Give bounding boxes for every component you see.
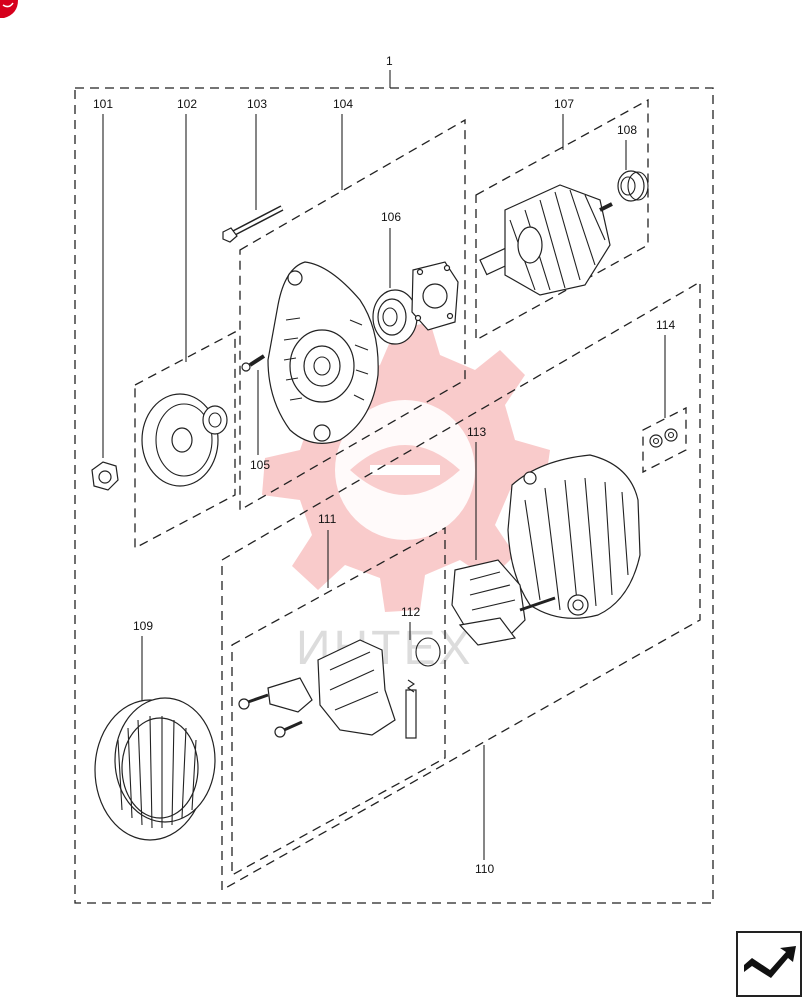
part-102-pulley [141, 393, 228, 487]
callout-113: 113 [467, 425, 486, 560]
part-105-screw [241, 354, 266, 372]
callout-111: 111 [318, 512, 337, 588]
svg-text:114: 114 [656, 318, 675, 332]
svg-text:106: 106 [381, 210, 401, 224]
svg-text:104: 104 [333, 97, 353, 111]
assembly-outline [74, 87, 714, 904]
svg-text:103: 103 [247, 97, 267, 111]
part-101-nut [91, 461, 119, 491]
part-104-front-bracket [267, 261, 379, 444]
svg-text:102: 102 [177, 97, 197, 111]
callout-108: 108 [617, 123, 637, 170]
group-110-outline [221, 280, 701, 892]
callout-107: 107 [554, 97, 574, 150]
callout-112: 112 [401, 605, 420, 640]
part-106-bearing [372, 261, 459, 345]
part-113-rectifier [451, 559, 556, 646]
callout-101: 101 [93, 97, 113, 458]
group-111-outline [231, 526, 446, 877]
group-104-outline [239, 118, 466, 512]
svg-text:111: 111 [318, 512, 337, 526]
callout-110: 110 [475, 745, 494, 876]
part-107-rotor [479, 184, 613, 296]
group-114-outline [642, 406, 687, 474]
svg-text:112: 112 [401, 605, 420, 619]
svg-text:105: 105 [250, 458, 270, 472]
callout-1: 1 [386, 54, 393, 68]
part-112-brush [405, 637, 441, 739]
part-110-rear-bracket [507, 454, 641, 619]
callout-106: 106 [381, 210, 401, 288]
part-109-stator [94, 697, 216, 841]
callout-103: 103 [247, 97, 267, 210]
svg-text:109: 109 [133, 619, 153, 633]
callout-104: 104 [333, 97, 353, 190]
part-111-regulator [238, 639, 396, 738]
part-108-rear-bearing [617, 170, 649, 202]
return-arrow-button[interactable] [736, 931, 802, 997]
callout-105: 105 [250, 370, 270, 472]
callout-109: 109 [133, 619, 153, 712]
group-102-outline [134, 330, 236, 550]
corner-badge-icon [0, 0, 18, 18]
svg-text:108: 108 [617, 123, 637, 137]
group-107-outline [475, 98, 649, 342]
svg-text:101: 101 [93, 97, 113, 111]
callout-114: 114 [656, 318, 675, 418]
part-103-bolt [222, 205, 284, 243]
part-114-nuts [649, 428, 678, 448]
svg-text:107: 107 [554, 97, 574, 111]
callout-102: 102 [177, 97, 197, 362]
svg-text:113: 113 [467, 425, 486, 439]
return-arrow-icon [744, 946, 796, 978]
svg-text:110: 110 [475, 862, 494, 876]
